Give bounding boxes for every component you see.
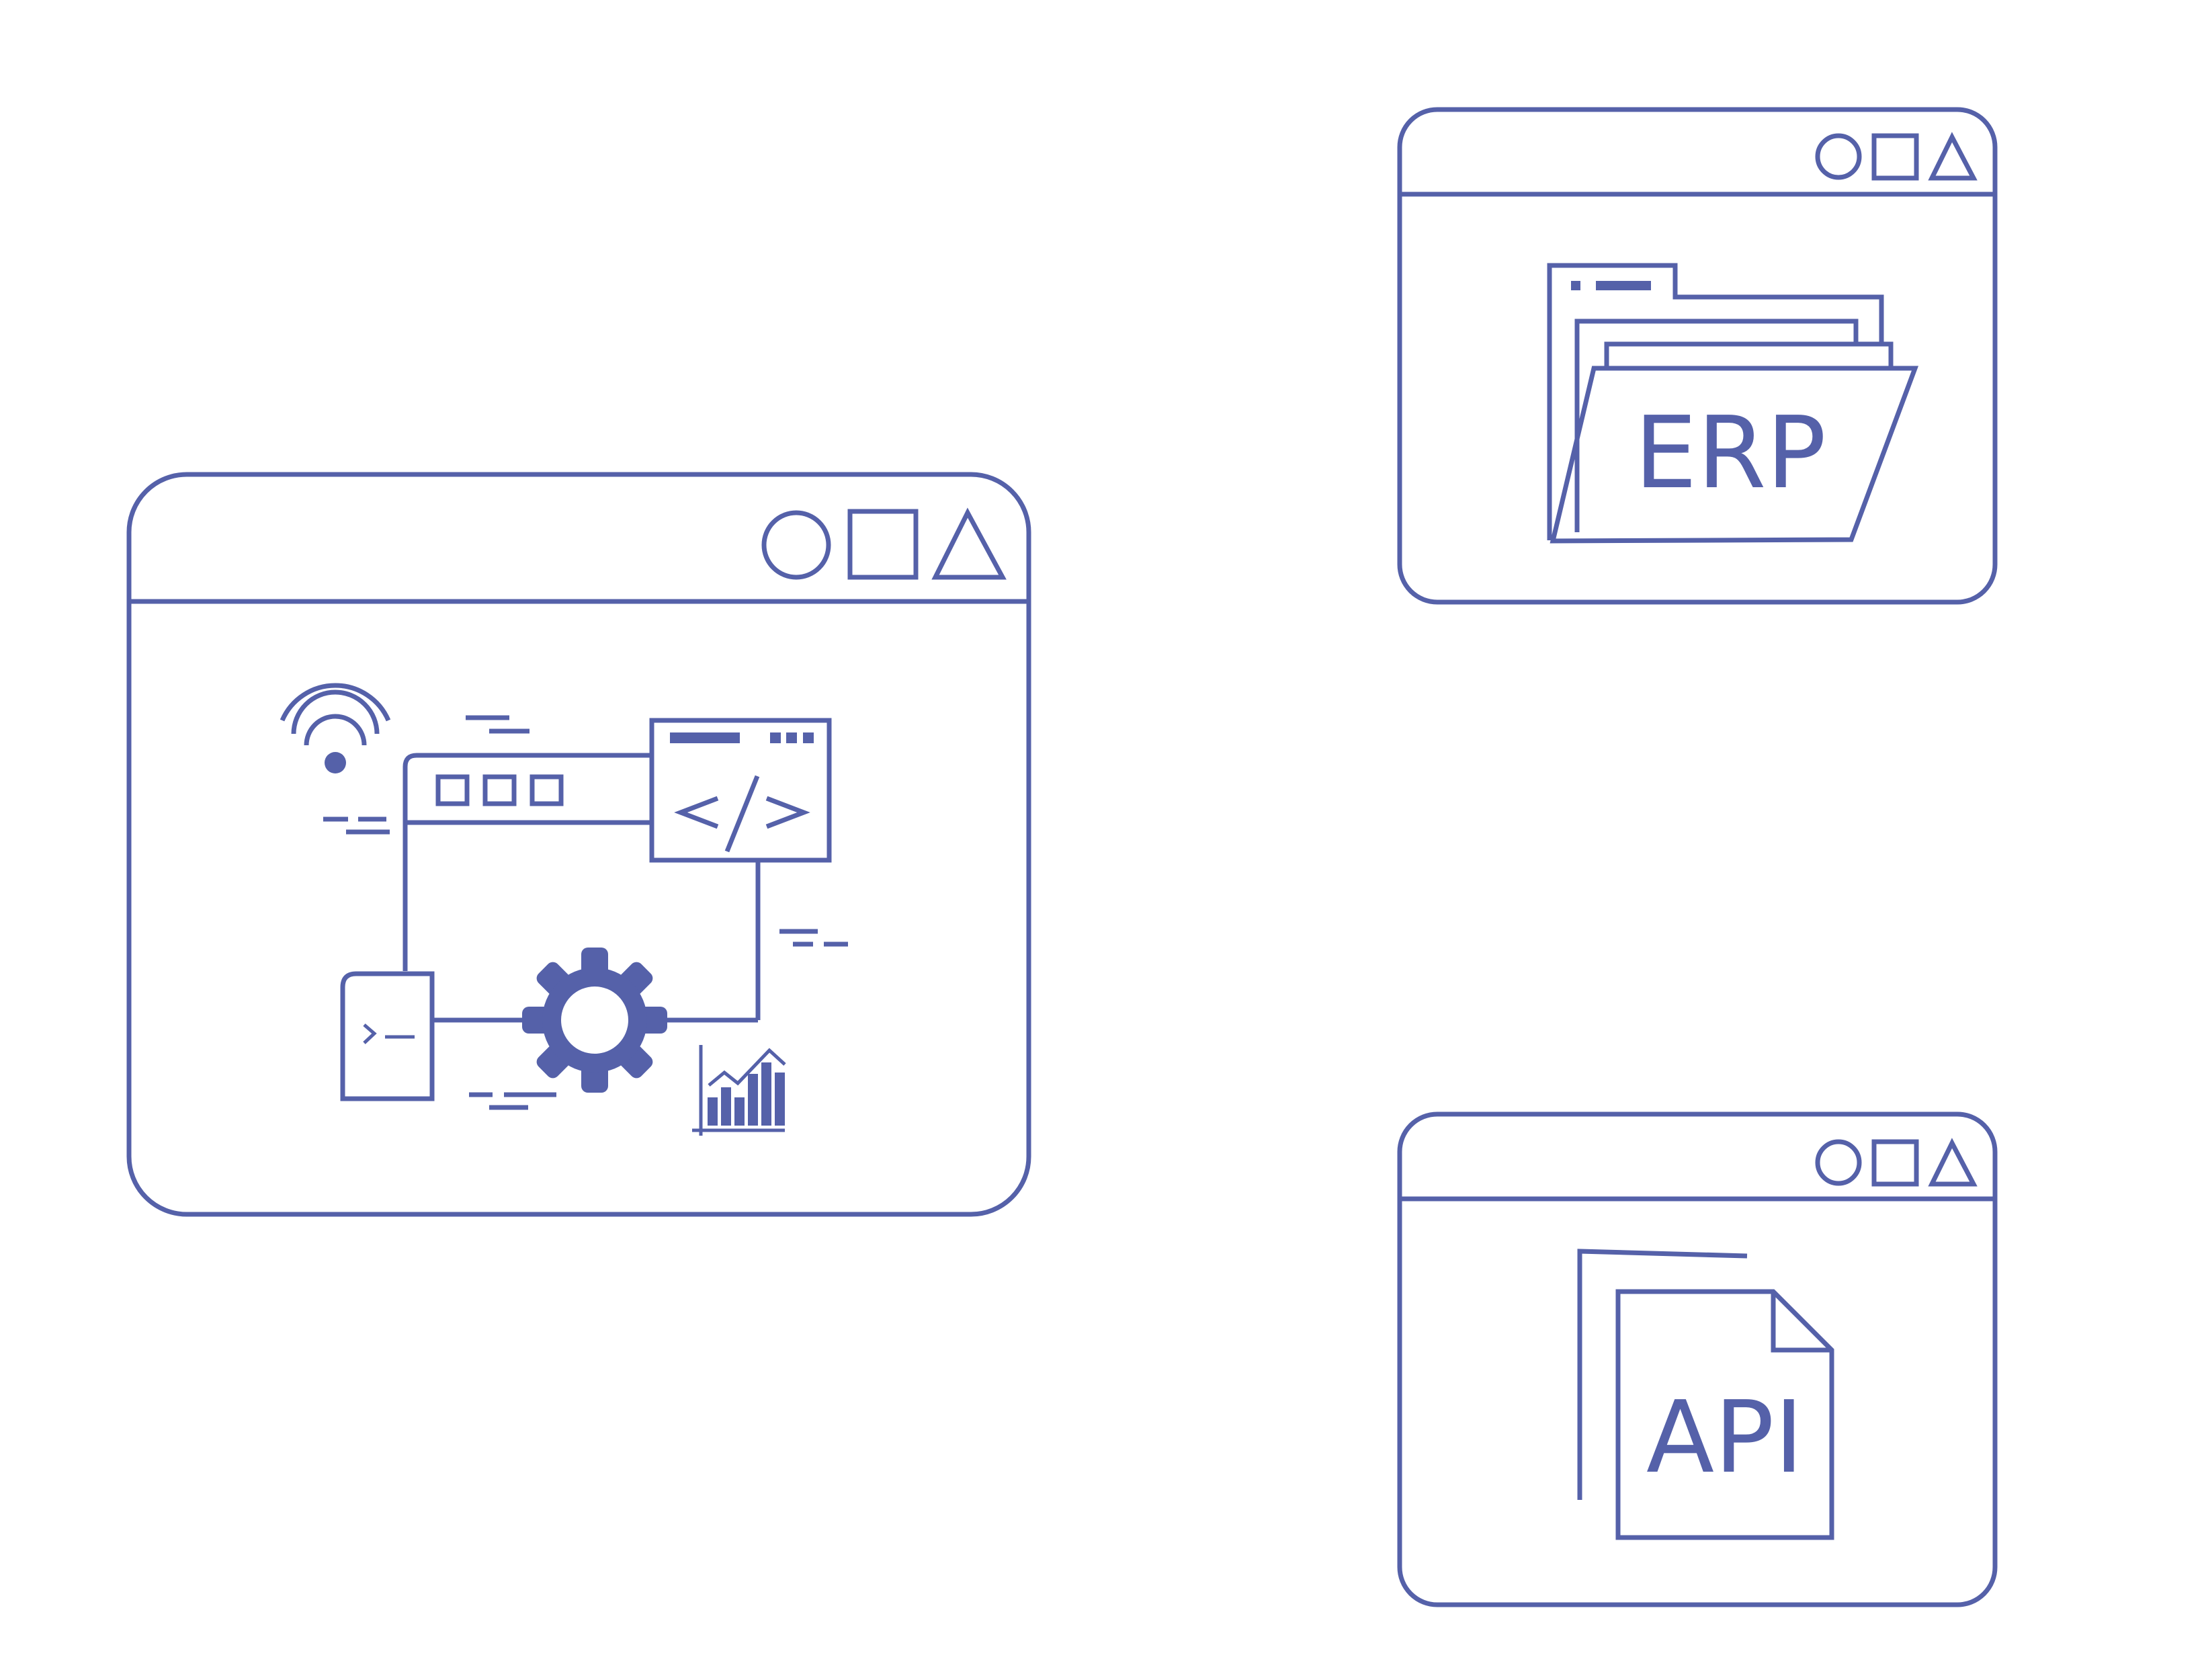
document-icon: API (1577, 1249, 1834, 1540)
code-window-icon (649, 718, 832, 863)
gear-icon (522, 948, 667, 1093)
browser-window-icon (402, 753, 652, 971)
triangle-icon[interactable] (1928, 1138, 1978, 1187)
wifi-icon (280, 683, 391, 773)
dash-decorations (323, 715, 848, 1110)
circle-icon[interactable] (1815, 1139, 1862, 1186)
bar-chart-icon (692, 1045, 786, 1136)
square-icon[interactable] (1871, 133, 1919, 181)
less-than-glyph (674, 796, 719, 829)
triangle-icon[interactable] (931, 507, 1007, 580)
erp-window-controls (1815, 132, 1978, 181)
erp-label: ERP (1634, 395, 1826, 511)
erp-window: ERP (1397, 107, 1998, 605)
terminal-icon (340, 971, 435, 1101)
folder-icon: ERP (1547, 263, 1919, 544)
square-icon[interactable] (1871, 1139, 1919, 1187)
api-window-frame (1397, 1111, 1998, 1607)
main-window-frame (126, 472, 1031, 1217)
square-icon[interactable] (847, 509, 919, 580)
main-window (126, 472, 1031, 1217)
api-window: API (1397, 1111, 1998, 1607)
slash-glyph (724, 775, 760, 853)
triangle-icon[interactable] (1928, 132, 1978, 181)
api-label: API (1646, 1380, 1804, 1495)
greater-than-glyph (765, 796, 810, 829)
circle-icon[interactable] (761, 510, 831, 580)
api-window-controls (1815, 1138, 1978, 1187)
erp-window-frame (1397, 107, 1998, 605)
main-window-controls (761, 507, 1007, 580)
circle-icon[interactable] (1815, 133, 1862, 180)
